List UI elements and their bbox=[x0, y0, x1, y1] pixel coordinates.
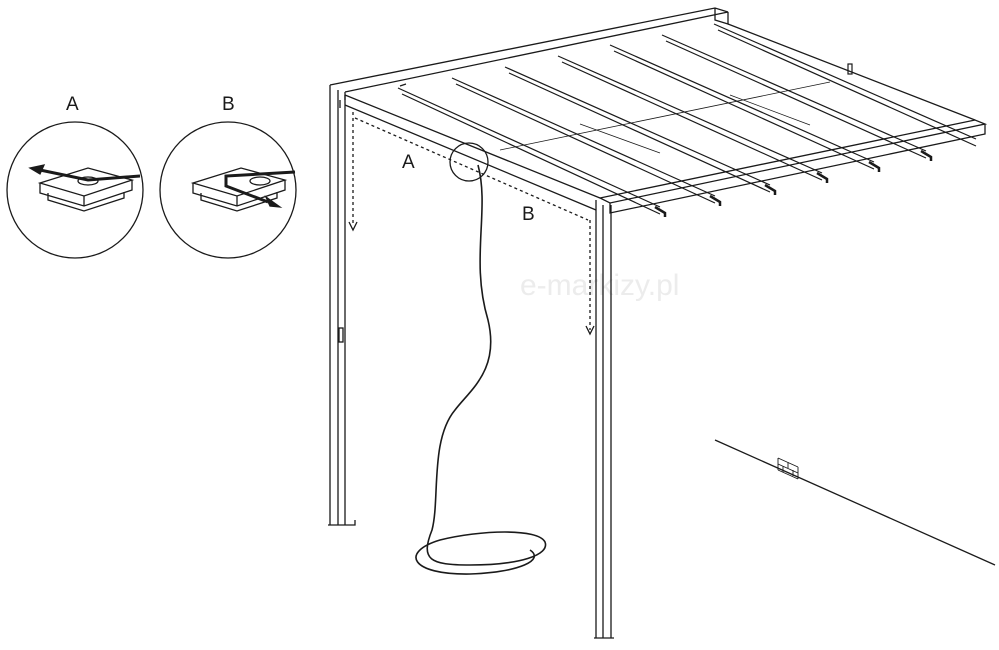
brick-wall-icon bbox=[777, 457, 799, 480]
detail-marker-circle bbox=[449, 142, 489, 182]
drawing-label-b: B bbox=[522, 204, 535, 225]
detail-label-b: B bbox=[222, 94, 235, 115]
wall-line bbox=[714, 439, 996, 566]
pulley-block-icon bbox=[28, 164, 141, 212]
arrow-icon bbox=[348, 221, 595, 336]
drawing-label-a: A bbox=[402, 152, 415, 173]
cable bbox=[415, 164, 547, 575]
pulley-block-icon bbox=[190, 167, 296, 212]
detail-view-a: A bbox=[6, 94, 144, 259]
watermark: e-markizy.pl bbox=[520, 269, 679, 302]
detail-label-a: A bbox=[66, 94, 79, 115]
detail-view-b: B bbox=[159, 94, 297, 259]
roof-slats bbox=[397, 23, 977, 217]
pergola-frame bbox=[328, 7, 988, 639]
cable-route bbox=[352, 112, 591, 330]
